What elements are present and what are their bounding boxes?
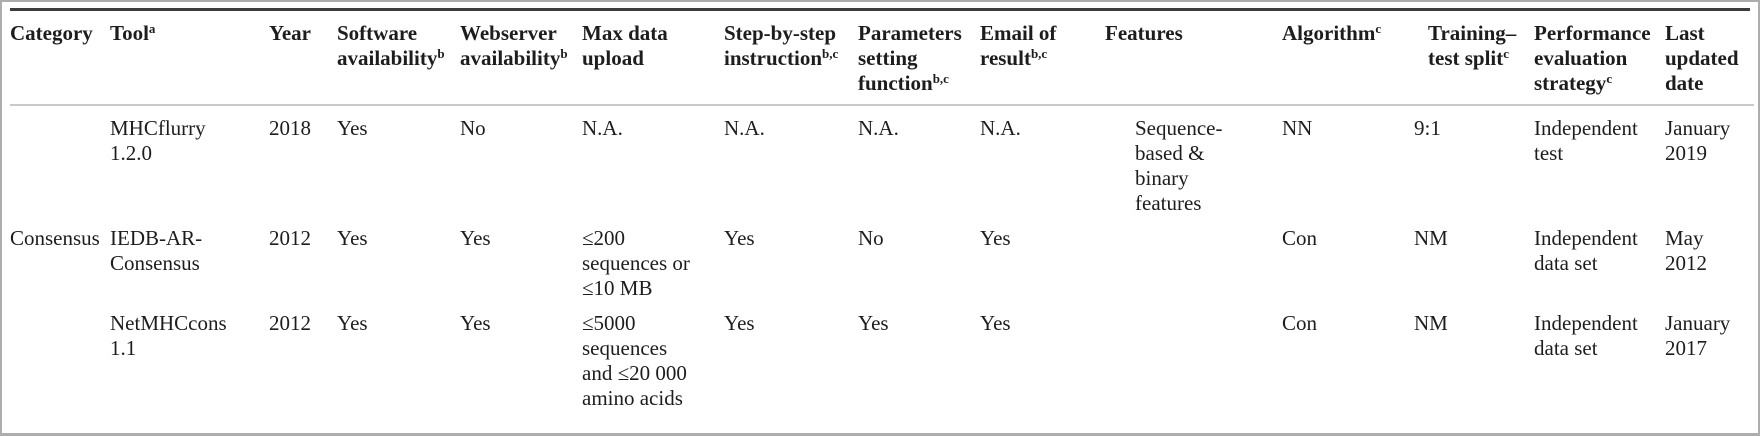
cell-features-row-1: Sequence-based & binary features — [1135, 116, 1223, 215]
cell-features-row-2 — [1105, 216, 1282, 301]
cell-performance-evaluation-strategy-row-3: Independent data set — [1534, 311, 1638, 360]
column-header-tool: Toola — [110, 11, 269, 105]
column-header-software-availability: Software availabilityb — [337, 11, 460, 105]
column-header-label: Parameters setting function — [858, 21, 962, 95]
column-header-label: Algorithm — [1282, 21, 1376, 45]
cell-parameters-setting-function-row-3: Yes — [858, 311, 889, 335]
footnote-marker: c — [1375, 21, 1382, 36]
footnote-marker: b,c — [822, 46, 839, 61]
table-row: MHCflurry 1.2.0 2018 Yes No N.A. N.A. N.A. N.A.… — [10, 105, 1754, 216]
footnote-marker: b — [560, 46, 568, 61]
cell-last-updated-date-row-1: January 2019 — [1665, 116, 1731, 165]
column-header-year: Year — [269, 11, 337, 105]
cell-tool-row-2: IEDB-AR-Consensus — [110, 226, 203, 275]
column-header-last-updated-date: Last updated date — [1665, 11, 1754, 105]
cell-year-row-1: 2018 — [269, 116, 311, 140]
cell-parameters-setting-function-row-2: No — [858, 226, 884, 250]
cell-category-row-2: Consensus — [10, 226, 100, 250]
cell-year-row-2: 2012 — [269, 226, 311, 250]
cell-parameters-setting-function-row-1: N.A. — [858, 116, 899, 140]
cell-tool-row-3: NetMHCcons 1.1 — [110, 311, 227, 360]
cell-features-row-3 — [1105, 301, 1282, 411]
cell-algorithm-row-3: Con — [1282, 311, 1318, 335]
column-header-parameters-setting-function: Parameters setting functionb,c — [858, 11, 980, 105]
table-row: NetMHCcons 1.1 2012 Yes Yes ≤5000 sequences … — [10, 301, 1754, 411]
cell-year-row-3: 2012 — [269, 311, 311, 335]
cell-training-test-split-row-3: NM — [1414, 311, 1448, 335]
cell-training-test-split-row-2: NM — [1414, 226, 1448, 250]
cell-max-data-upload-row-2: ≤200 sequences or ≤10 MB — [582, 226, 690, 300]
cell-webserver-availability-row-3: Yes — [460, 311, 491, 335]
cell-email-of-result-row-2: Yes — [980, 226, 1011, 250]
column-header-label: Year — [269, 21, 311, 45]
footnote-marker: b,c — [932, 71, 949, 86]
cell-performance-evaluation-strategy-row-1: Independent test — [1534, 116, 1638, 165]
footnote-marker: b,c — [1030, 46, 1048, 61]
column-header-label: Features — [1105, 21, 1183, 45]
column-header-label: Max data upload — [582, 21, 668, 70]
cell-last-updated-date-row-3: January 2017 — [1665, 311, 1731, 360]
column-header-label: Category — [10, 21, 93, 45]
column-header-step-by-step-instruction: Step-by-step instructionb,c — [724, 11, 858, 105]
column-header-features: Features — [1105, 11, 1282, 105]
cell-category-row-3 — [10, 301, 110, 411]
cell-step-by-step-instruction-row-1: N.A. — [724, 116, 765, 140]
column-header-label: Tool — [110, 21, 149, 45]
table-row: Consensus IEDB-AR-Consensus 2012 Yes Yes ≤200… — [10, 216, 1754, 301]
cell-step-by-step-instruction-row-3: Yes — [724, 311, 755, 335]
cell-max-data-upload-row-3: ≤5000 sequences and ≤20 000 amino acids — [582, 311, 687, 410]
column-header-email-of-result: Email of resultb,c — [980, 11, 1105, 105]
column-header-label: Training–test split — [1428, 21, 1517, 70]
footnote-marker: c — [1606, 71, 1613, 86]
cell-category-row-1 — [10, 105, 110, 216]
cell-algorithm-row-1: NN — [1282, 116, 1313, 140]
cell-training-test-split-row-1: 9:1 — [1414, 116, 1441, 140]
cell-software-availability-row-2: Yes — [337, 226, 368, 250]
column-header-label: Email of result — [980, 21, 1057, 70]
cell-email-of-result-row-3: Yes — [980, 311, 1011, 335]
cell-software-availability-row-1: Yes — [337, 116, 368, 140]
footnote-marker: b — [437, 46, 445, 61]
cell-email-of-result-row-1: N.A. — [980, 116, 1021, 140]
cell-performance-evaluation-strategy-row-2: Independent data set — [1534, 226, 1638, 275]
column-header-training-test-split: Training–test splitc — [1414, 11, 1534, 105]
cell-software-availability-row-3: Yes — [337, 311, 368, 335]
footnote-marker: c — [1503, 46, 1510, 61]
column-header-label: Webserver availability — [460, 21, 561, 70]
footnote-marker: a — [148, 21, 156, 36]
column-header-label: Last updated date — [1665, 21, 1739, 95]
column-header-algorithm: Algorithmc — [1282, 11, 1414, 105]
column-header-max-data-upload: Max data upload — [582, 11, 724, 105]
column-header-performance-evaluation-strategy: Performance evaluation strategyc — [1534, 11, 1665, 105]
cell-max-data-upload-row-1: N.A. — [582, 116, 623, 140]
cell-algorithm-row-2: Con — [1282, 226, 1318, 250]
column-header-category: Category — [10, 11, 110, 105]
column-header-label: Step-by-step instruction — [724, 21, 837, 70]
cell-step-by-step-instruction-row-2: Yes — [724, 226, 755, 250]
cell-tool-row-1: MHCflurry 1.2.0 — [110, 116, 206, 165]
column-header-label: Software availability — [337, 21, 438, 70]
cell-last-updated-date-row-2: May 2012 — [1665, 226, 1707, 275]
column-header-webserver-availability: Webserver availabilityb — [460, 11, 582, 105]
column-header-label: Performance evaluation strategy — [1534, 21, 1651, 95]
cell-webserver-availability-row-2: Yes — [460, 226, 491, 250]
cell-webserver-availability-row-1: No — [460, 116, 486, 140]
